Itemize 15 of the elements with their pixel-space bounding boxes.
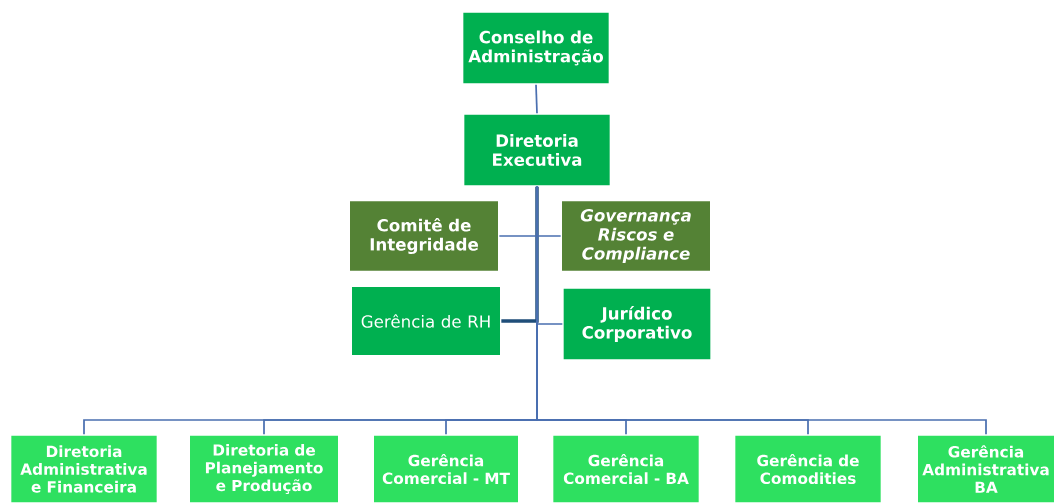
org-box: Gerência Comercial - BA	[552, 434, 700, 504]
connector-line	[535, 83, 538, 115]
org-box: Gerência Comercial - MT	[372, 434, 520, 504]
org-box: Diretoria Administrativa e Financeira	[10, 434, 158, 504]
org-box: Gerência de Comodities	[734, 434, 882, 504]
org-box: Gerência de RH	[350, 285, 502, 357]
org-box: Jurídico Corporativo	[562, 287, 712, 361]
org-box: Diretoria Executiva	[463, 113, 611, 187]
connector-line	[501, 186, 539, 323]
org-box: Gerência Administrativa BA	[916, 434, 1054, 504]
org-box: Diretoria de Planejamento e Produção	[188, 434, 340, 504]
org-box: Comitê de Integridade	[348, 200, 500, 272]
org-box: Governança Riscos e Compliance	[560, 200, 712, 272]
org-box: Conselho de Administração	[462, 11, 610, 85]
connector-line	[536, 185, 987, 436]
